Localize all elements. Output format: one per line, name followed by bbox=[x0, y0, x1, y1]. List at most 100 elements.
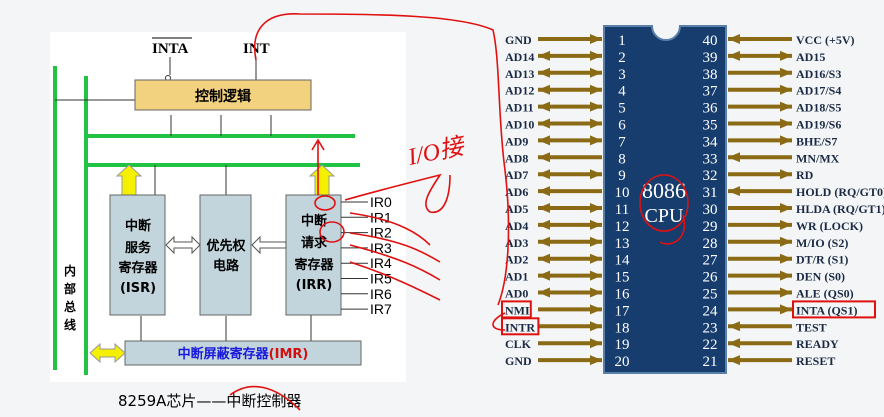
pin-label: INTA (QS1) bbox=[796, 303, 857, 317]
pin-label: AD13 bbox=[505, 67, 534, 81]
pin-number: 8 bbox=[618, 151, 626, 167]
pin-arrowhead bbox=[538, 270, 550, 281]
pin-number: 33 bbox=[703, 151, 718, 167]
ir-label: IR7 bbox=[370, 301, 392, 317]
pin-arrowhead bbox=[780, 169, 792, 180]
bus-label-char: 内 bbox=[64, 263, 76, 278]
pin-label: AD16/S3 bbox=[796, 67, 841, 81]
isr-priority-arrow bbox=[165, 235, 201, 255]
pin-arrowhead bbox=[590, 135, 602, 146]
pin-arrowhead bbox=[538, 186, 550, 197]
pin-highlight-box bbox=[792, 300, 876, 319]
pin-number: 23 bbox=[703, 320, 718, 336]
pin-arrowhead bbox=[780, 203, 792, 213]
pin-arrowhead bbox=[538, 135, 550, 146]
priority-block bbox=[199, 194, 252, 316]
pin-number: 29 bbox=[703, 219, 718, 235]
pin-label: AD4 bbox=[505, 219, 528, 233]
ir-label: IR4 bbox=[370, 255, 392, 271]
ir-label: IR5 bbox=[370, 271, 392, 287]
pin-arrowhead bbox=[538, 67, 550, 78]
pin-label: AD14 bbox=[505, 50, 534, 64]
pin-arrowhead bbox=[590, 169, 602, 180]
pin-arrowhead bbox=[728, 34, 740, 44]
bus-label-char: 线 bbox=[64, 317, 76, 332]
pin-label: AD5 bbox=[505, 202, 528, 216]
imr-block bbox=[124, 340, 362, 366]
pin-arrowhead bbox=[590, 355, 602, 366]
pin-number: 37 bbox=[703, 84, 719, 100]
irr-up-arrow bbox=[308, 164, 336, 196]
pin-arrowhead bbox=[590, 50, 602, 61]
cpu-sub: CPU bbox=[645, 205, 684, 227]
ir-label: IR0 bbox=[370, 194, 392, 210]
pin-label: MN/MX bbox=[796, 151, 840, 165]
pin-arrowhead bbox=[780, 236, 792, 247]
pin-number: 35 bbox=[703, 118, 718, 134]
pin-label: AD8 bbox=[505, 151, 528, 165]
pin-number: 1 bbox=[618, 33, 626, 49]
cpu-chip bbox=[603, 25, 727, 374]
pin-label: M/IO (S2) bbox=[796, 236, 848, 250]
pin-number: 17 bbox=[615, 303, 631, 319]
pin-label: AD19/S6 bbox=[796, 118, 841, 132]
cpu-name: 8086 bbox=[642, 178, 686, 203]
pin-label: AD11 bbox=[505, 101, 534, 115]
pin-arrowhead bbox=[590, 101, 602, 112]
pin-label: HOLD (RQ/GT0) bbox=[796, 185, 884, 199]
pin-number: 19 bbox=[615, 337, 630, 353]
caption: 8259A芯片——中断控制器 bbox=[118, 392, 301, 410]
pin-arrowhead bbox=[538, 169, 550, 180]
inta-label: INTA bbox=[152, 41, 189, 57]
pin-number: 9 bbox=[618, 168, 626, 184]
pin-arrowhead bbox=[538, 236, 550, 247]
pin-label: AD7 bbox=[505, 168, 528, 182]
pin-number: 11 bbox=[615, 202, 629, 218]
irr-label: 请求 bbox=[301, 235, 328, 251]
irr-block bbox=[285, 194, 342, 316]
imr-cn: 中断屏蔽寄存器 bbox=[178, 346, 270, 362]
int-label: INT bbox=[243, 41, 270, 57]
pin-number: 20 bbox=[615, 354, 630, 370]
pin-label: HLDA (RQ/GT1) bbox=[796, 202, 884, 216]
pin-label: AD6 bbox=[505, 185, 528, 199]
pin-label: INTR bbox=[505, 320, 535, 334]
pin-label: AD18/S5 bbox=[796, 101, 841, 115]
pin-arrowhead bbox=[590, 67, 602, 78]
pin-arrowhead bbox=[728, 152, 740, 163]
pin-number: 5 bbox=[618, 101, 626, 117]
pin-label: AD15 bbox=[796, 50, 825, 64]
pin-arrowhead bbox=[538, 118, 550, 129]
pin-arrowhead bbox=[590, 270, 602, 281]
bus-label-char: 总 bbox=[64, 299, 76, 314]
pin-label: CLK bbox=[505, 337, 532, 351]
pin-arrowhead bbox=[780, 67, 792, 78]
pin-arrowhead bbox=[780, 304, 792, 315]
pin-label: TEST bbox=[796, 320, 827, 334]
pin-arrowhead bbox=[590, 34, 602, 44]
priority-label: 电路 bbox=[213, 258, 240, 274]
pin-label: GND bbox=[505, 354, 532, 368]
pin-arrowhead bbox=[780, 219, 792, 230]
isr-label: 寄存器 bbox=[118, 260, 158, 276]
pin-label: AD0 bbox=[505, 287, 528, 301]
irr-label: (IRR) bbox=[296, 278, 333, 293]
pin-number: 26 bbox=[703, 270, 719, 286]
pin-arrowhead bbox=[538, 101, 550, 112]
pin-label: AD17/S4 bbox=[796, 84, 841, 98]
pin-number: 10 bbox=[615, 185, 630, 201]
pin-label: BHE/S7 bbox=[796, 134, 837, 148]
control-logic-label: 控制逻辑 bbox=[195, 88, 251, 105]
pin-number: 27 bbox=[703, 253, 719, 269]
pin-number: 6 bbox=[618, 118, 626, 134]
pin-arrowhead bbox=[590, 84, 602, 95]
ir-label: IR6 bbox=[370, 286, 392, 302]
pin-label: WR (LOCK) bbox=[796, 219, 863, 233]
irr-priority-arrow bbox=[251, 235, 287, 255]
handwritten-annotation bbox=[229, 13, 689, 411]
pin-arrowhead bbox=[590, 338, 602, 349]
pin-number: 13 bbox=[615, 236, 630, 252]
pin-arrowhead bbox=[728, 186, 740, 197]
cpu-pins: GNDAD14AD13AD12AD11AD10AD9AD8AD7AD6AD5AD… bbox=[501, 33, 884, 368]
